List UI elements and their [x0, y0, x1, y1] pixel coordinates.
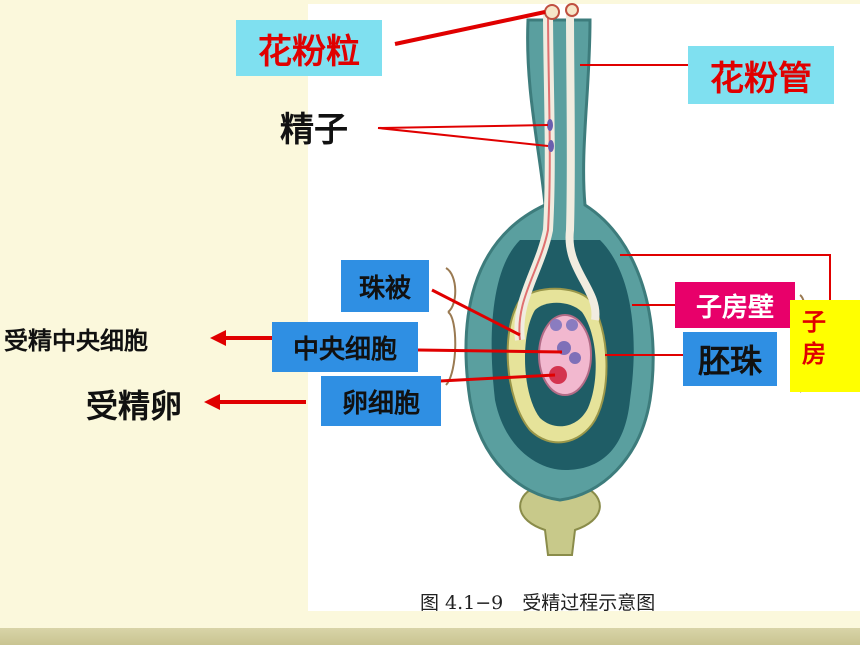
label-ovary-box	[790, 300, 860, 392]
arrow-head	[204, 394, 220, 410]
egg-cell	[549, 366, 567, 384]
label-ovary: 子房	[802, 308, 826, 368]
receptacle	[519, 489, 601, 556]
pointer-pollen-grain	[394, 10, 546, 46]
sperm-cell	[547, 119, 553, 131]
label-pollen-grain: 花粉粒	[236, 20, 382, 76]
label-ovule: 胚珠	[683, 332, 777, 386]
embryo-sac	[538, 314, 592, 396]
label-fertilized-central-cell: 受精中央细胞	[4, 326, 148, 355]
pointer-central-cell	[417, 348, 563, 354]
footer-bar	[0, 628, 860, 645]
integument-bracket	[445, 267, 457, 386]
polar-nucleus	[569, 352, 581, 364]
pointer-sperm	[377, 127, 549, 147]
label-central-cell: 中央细胞	[272, 322, 418, 372]
pointer-sperm	[377, 124, 549, 129]
sperm-cell	[548, 140, 554, 152]
synergid-cell	[566, 319, 578, 331]
label-ovary-wall: 子房壁	[675, 282, 795, 328]
label-pollen-tube: 花粉管	[688, 46, 834, 104]
pointer-integument	[431, 288, 521, 337]
pointer-egg-cell	[439, 373, 556, 383]
synergid-cell	[550, 319, 562, 331]
label-integument: 珠被	[341, 260, 429, 312]
figure-caption: 图 4.1−9 受精过程示意图	[420, 592, 656, 614]
label-fertilized-egg: 受精卵	[85, 387, 182, 425]
pollen-tube-edge	[518, 9, 551, 341]
label-sperm: 精子	[280, 109, 348, 150]
pollen-grain	[544, 4, 560, 20]
label-egg-cell: 卵细胞	[321, 376, 441, 426]
pollen-grain	[565, 3, 579, 17]
pollen-tube-2	[565, 9, 600, 321]
arrow-head	[210, 330, 226, 346]
pointer-ovary	[620, 254, 831, 300]
